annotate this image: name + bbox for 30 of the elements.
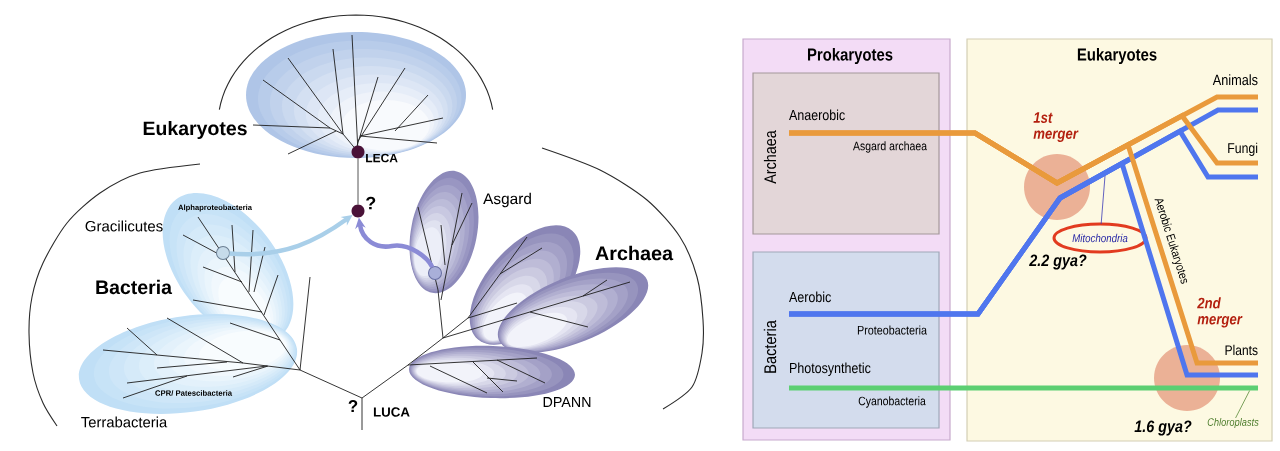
lineage-line <box>789 385 1258 391</box>
circled-label: Mitochondria <box>1052 222 1148 254</box>
lineage-label: Plants <box>1225 344 1258 356</box>
clade-label: Bacteria <box>96 279 173 295</box>
date-label: 2.2 gya? <box>1029 254 1087 270</box>
callout-label: Chloroplasts <box>1207 418 1259 429</box>
edge-label: Proteobacteria <box>857 325 927 335</box>
root-label: LUCA <box>373 407 410 417</box>
annotation-label: 1st merger <box>1033 112 1079 142</box>
date-label: 1.6 gya? <box>1134 420 1192 436</box>
annotation-label: 2nd merger <box>1197 297 1243 328</box>
tree-branch <box>357 158 359 205</box>
lineage-label: Fungi <box>1228 142 1258 156</box>
lineage-label: Photosynthetic <box>790 362 871 376</box>
leader-line <box>1235 390 1250 419</box>
lineage-label: Animals <box>1212 74 1258 86</box>
clade-label: Gracilicutes <box>85 220 163 232</box>
question-mark: ? <box>348 400 358 412</box>
clade-label: Archaea <box>595 245 674 261</box>
node-label: LECA <box>366 153 398 163</box>
clade-label: Terrabacteria <box>81 416 168 428</box>
edge-label: Cyanobacteria <box>858 396 926 408</box>
question-mark: ? <box>366 196 376 210</box>
clade-label: Asgard <box>483 192 531 208</box>
clade-label: DPANN <box>543 397 591 407</box>
lineage-label: Aerobic <box>789 291 831 303</box>
leader-line <box>1100 175 1106 225</box>
lineage-label: Anaerobic <box>789 109 845 121</box>
clade-label: Eukaryotes <box>143 120 247 140</box>
edge-label: Asgard archaea <box>853 141 928 153</box>
